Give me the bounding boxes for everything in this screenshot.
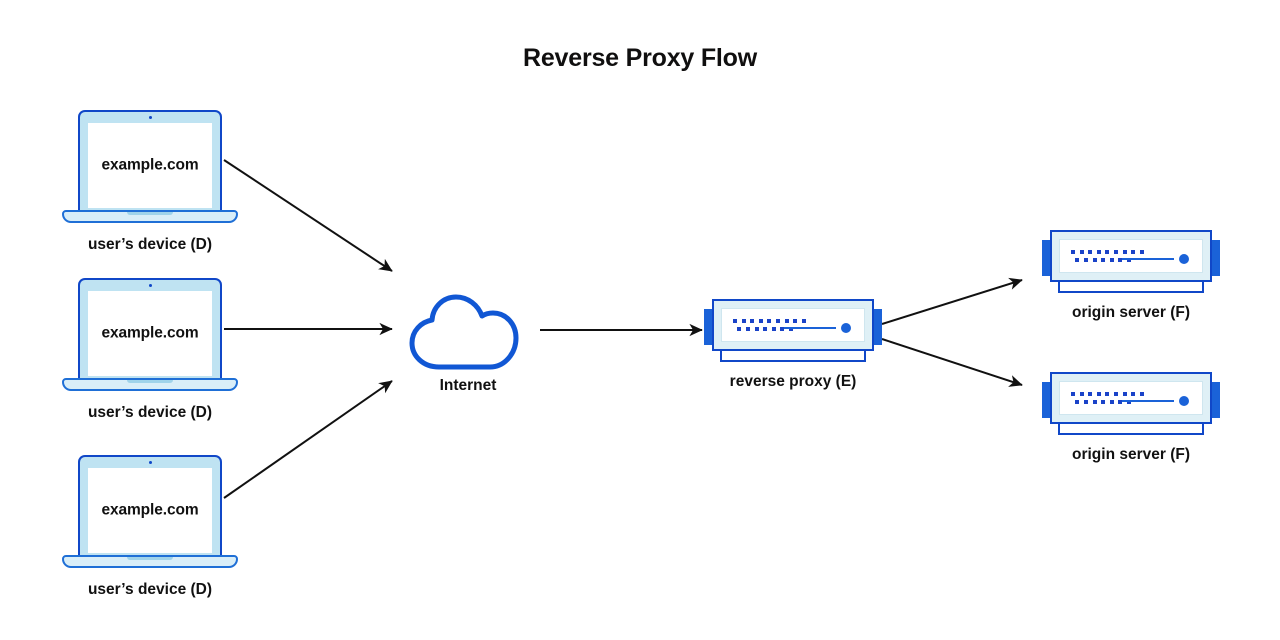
server-tab-right-icon	[1209, 240, 1220, 276]
server-led-icon	[841, 323, 851, 333]
node-user-device-3[interactable]: example.com user’s device (D)	[62, 455, 238, 598]
server-tab-left-icon	[704, 309, 715, 345]
node-user-device-2[interactable]: example.com user’s device (D)	[62, 278, 238, 421]
node-label-reverse-proxy: reverse proxy (E)	[729, 373, 857, 390]
node-label-origin-server-2: origin server (F)	[1072, 446, 1190, 463]
edge-device3-internet	[223, 380, 393, 499]
cloud-icon	[409, 294, 519, 370]
server-tab-right-icon	[871, 309, 882, 345]
laptop-base-icon	[62, 210, 238, 223]
laptop-base-icon	[62, 555, 238, 568]
server-status-line-icon	[1122, 400, 1174, 402]
server-front-panel	[721, 308, 865, 342]
server-drawer-icon	[1058, 282, 1204, 293]
server-led-icon	[1179, 254, 1189, 264]
laptop-lid-icon: example.com	[78, 455, 222, 557]
laptop-camera-icon	[148, 461, 152, 464]
laptop-camera-icon	[148, 284, 152, 287]
node-user-device-1[interactable]: example.com user’s device (D)	[62, 110, 238, 253]
node-label-user-device-2: user’s device (D)	[87, 404, 213, 421]
laptop-notch-icon	[127, 557, 173, 560]
node-label-user-device-1: user’s device (D)	[87, 236, 213, 253]
laptop-notch-icon	[127, 212, 173, 215]
laptop-screen: example.com	[88, 468, 212, 553]
page-title: Reverse Proxy Flow	[522, 44, 757, 72]
server-vent-dots-icon	[733, 319, 807, 337]
server-body-icon	[712, 299, 874, 351]
node-label-user-device-3: user’s device (D)	[87, 581, 213, 598]
laptop-notch-icon	[127, 380, 173, 383]
laptop-screen: example.com	[88, 291, 212, 376]
node-label-origin-server-1: origin server (F)	[1072, 304, 1190, 321]
node-origin-server-1[interactable]: origin server (F)	[1042, 226, 1220, 321]
node-label-internet: Internet	[439, 377, 497, 394]
edge-device1-internet	[223, 159, 393, 272]
laptop-screen-text: example.com	[101, 501, 199, 519]
server-front-panel	[1059, 381, 1203, 415]
node-internet[interactable]: Internet	[406, 285, 530, 394]
server-drawer-icon	[720, 351, 866, 362]
server-tab-right-icon	[1209, 382, 1220, 418]
laptop-lid-icon: example.com	[78, 110, 222, 212]
laptop-camera-icon	[148, 116, 152, 119]
server-body-icon	[1050, 230, 1212, 282]
server-vent-dots-icon	[1071, 392, 1145, 410]
laptop-screen-text: example.com	[101, 324, 199, 342]
laptop-screen-text: example.com	[101, 156, 199, 174]
laptop-lid-icon: example.com	[78, 278, 222, 380]
server-tab-left-icon	[1042, 240, 1053, 276]
server-vent-dots-icon	[1071, 250, 1145, 268]
laptop-base-icon	[62, 378, 238, 391]
server-body-icon	[1050, 372, 1212, 424]
server-status-line-icon	[784, 327, 836, 329]
server-drawer-icon	[1058, 424, 1204, 435]
server-tab-left-icon	[1042, 382, 1053, 418]
server-status-line-icon	[1122, 258, 1174, 260]
server-led-icon	[1179, 396, 1189, 406]
node-reverse-proxy[interactable]: reverse proxy (E)	[704, 295, 882, 390]
laptop-screen: example.com	[88, 123, 212, 208]
node-origin-server-2[interactable]: origin server (F)	[1042, 368, 1220, 463]
server-front-panel	[1059, 239, 1203, 273]
